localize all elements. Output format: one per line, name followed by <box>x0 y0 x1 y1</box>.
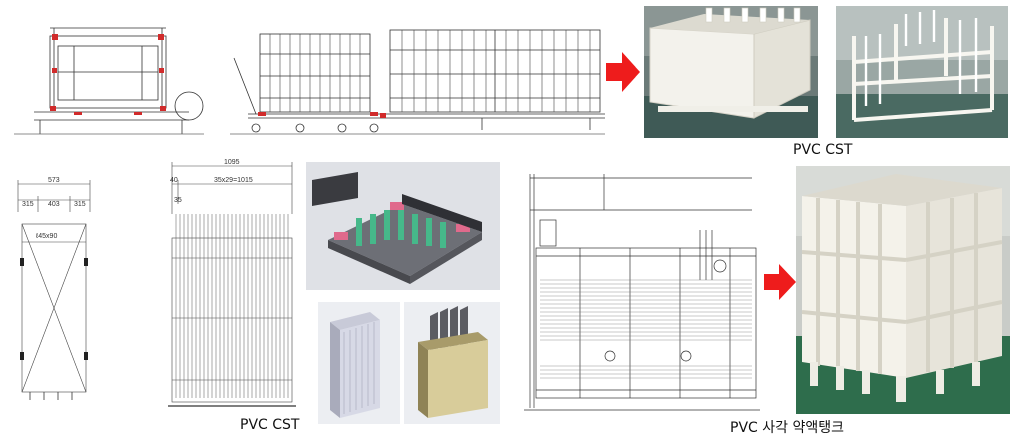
dim-overall-width: 573 <box>48 177 60 184</box>
cad-tank-elevation <box>520 170 762 416</box>
cad-rack-elevation: 1095 40 35x29=1015 35 <box>164 154 300 414</box>
caption-bottom-right: PVC 사각 약액탱크 <box>730 420 844 436</box>
dim-left: 315 <box>22 201 34 208</box>
cad-plan-view: 573 315 403 315 ℓ45x90 <box>8 172 98 412</box>
right-arrow-icon <box>606 52 640 92</box>
dim-middle: 403 <box>48 201 60 208</box>
dim-pitch: 35x29=1015 <box>214 177 253 184</box>
dim-right: 315 <box>74 201 86 208</box>
photo-pvc-cst-basket <box>644 6 818 138</box>
photo-pvc-cst-frame <box>836 6 1008 138</box>
dim-small: 35 <box>174 197 182 204</box>
render-3d-rack <box>306 162 500 290</box>
caption-top-right: PVC CST <box>793 142 853 158</box>
member-tag: ℓ45x90 <box>35 233 57 240</box>
cad-rack-side-view <box>230 14 605 138</box>
photo-pvc-square-tank <box>796 166 1010 414</box>
caption-bottom-mid: PVC CST <box>240 417 300 433</box>
cad-rack-front-view <box>14 8 204 138</box>
dim-overall-width: 1095 <box>224 159 240 166</box>
dim-left-offset: 40 <box>170 177 178 184</box>
render-3d-tank-a <box>318 302 400 424</box>
render-3d-tank-b <box>404 302 500 424</box>
right-arrow-icon <box>764 264 796 300</box>
